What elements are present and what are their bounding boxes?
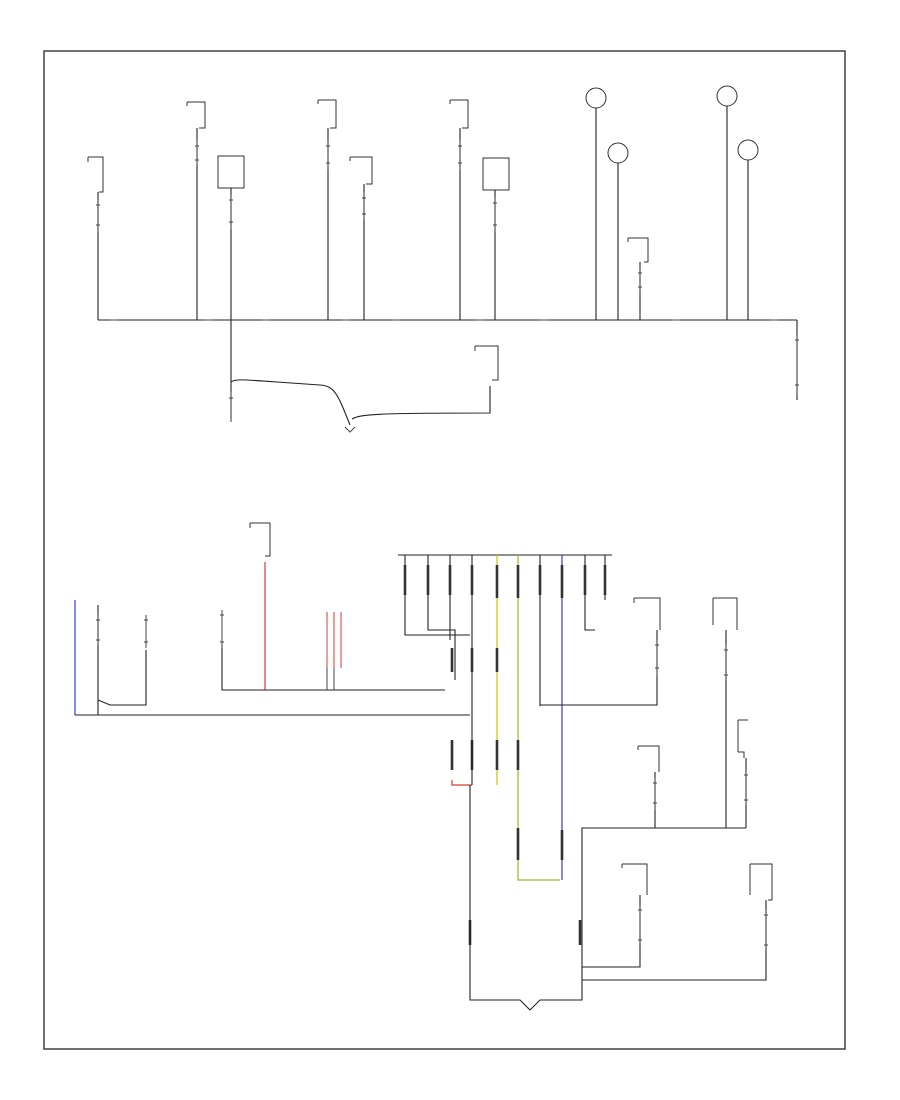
top-lamp-3 [716, 85, 738, 320]
diagram-frame [43, 50, 846, 1050]
top-lamp-4 [737, 139, 759, 320]
top-component-2 [186, 101, 206, 320]
green-wire [517, 555, 560, 881]
top-component-tail [627, 237, 649, 320]
top-component-1 [87, 156, 104, 320]
bottom-right-components [540, 597, 773, 981]
top-lamp-2 [607, 142, 629, 320]
red-connector-wires [326, 612, 342, 668]
top-component-4 [317, 99, 337, 320]
top-lamp-1 [585, 87, 607, 320]
top-component-3 [217, 155, 245, 420]
red-wire-2 [451, 780, 472, 786]
bottom-left-components [75, 605, 470, 716]
bottom-component-ignition [249, 522, 271, 557]
bottom-ground-gather [469, 728, 583, 1011]
top-component-7 [482, 157, 510, 320]
bottom-connectors [450, 565, 582, 945]
terminal-drops [403, 555, 607, 728]
top-component-5 [349, 156, 373, 320]
top-component-6 [449, 99, 469, 320]
colored-wires [74, 555, 563, 881]
top-right-ground [795, 320, 799, 400]
top-ground-routing [229, 345, 499, 433]
